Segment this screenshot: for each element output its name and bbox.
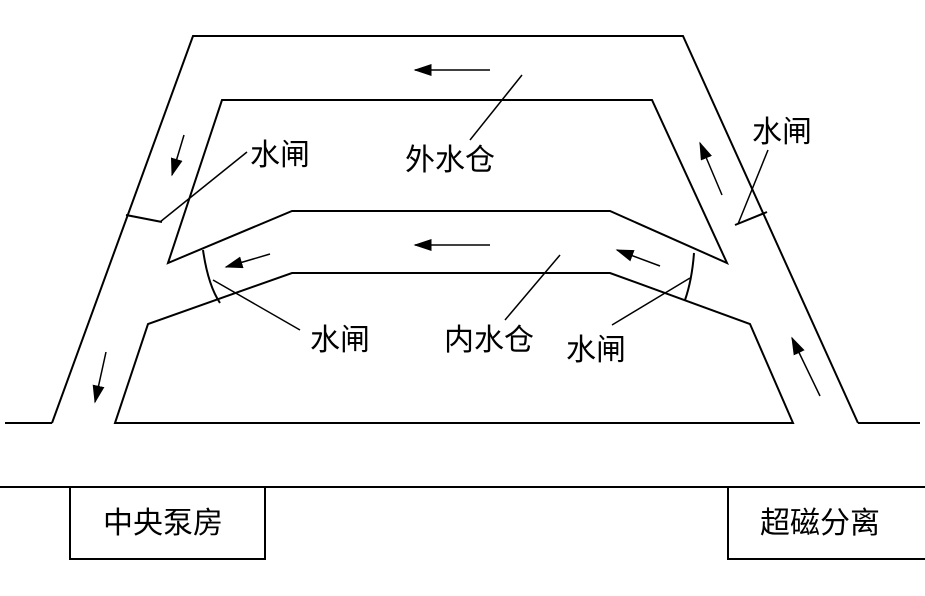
flow-arrow-icon <box>615 249 661 267</box>
label-gate-lower-left: 水闸 <box>310 323 370 358</box>
flow-arrow-icon <box>170 134 185 177</box>
label-gate-lower-right: 水闸 <box>566 333 626 368</box>
flow-arrow-icon <box>224 253 271 269</box>
leader-gate-upper-left <box>159 151 248 223</box>
central-pump-room-box <box>69 486 266 560</box>
label-gate-upper-left: 水闸 <box>250 138 310 173</box>
flow-arrow-icon <box>699 141 723 196</box>
label-magnetic-separation: 超磁分离 <box>760 506 880 541</box>
gate-lower-left <box>202 249 221 304</box>
leader-inner-sump <box>504 254 561 321</box>
gate-upper-left <box>125 214 163 223</box>
magnetic-separation-box <box>727 486 925 560</box>
leader-gate-lower-left <box>212 279 301 331</box>
label-central-pump-room: 中央泵房 <box>103 506 223 541</box>
label-outer-sump: 外水仓 <box>405 143 495 178</box>
leader-outer-sump <box>469 74 523 141</box>
gate-lower-right <box>684 252 695 301</box>
leader-gate-lower-right <box>611 277 691 326</box>
outer-sump-inner-wall <box>166 99 730 265</box>
inner-sump-inner-wall <box>113 272 795 424</box>
gate-upper-right <box>734 211 768 226</box>
flow-arrow-icon <box>791 336 821 397</box>
label-inner-sump: 内水仓 <box>444 323 534 358</box>
label-gate-upper-right: 水闸 <box>752 115 812 150</box>
leader-gate-upper-right <box>737 149 769 225</box>
outer-sump-outer-wall <box>51 35 859 424</box>
flow-arrow-icon <box>92 351 107 404</box>
